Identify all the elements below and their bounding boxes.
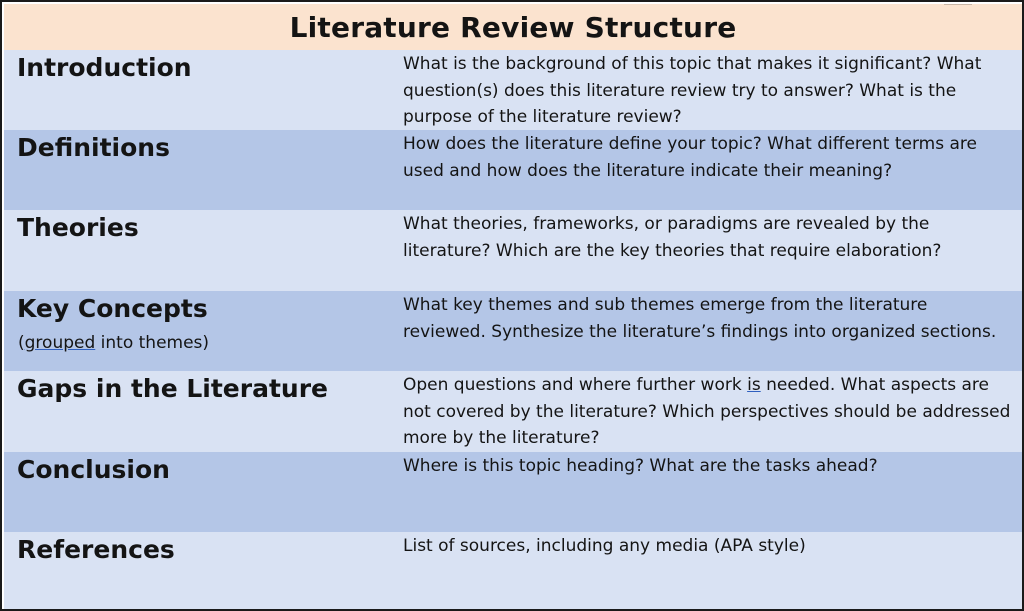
row-description-key-concepts: What key themes and sub themes emerge fr… [403,295,997,342]
row-description-cell: How does the literature define your topi… [393,130,1022,210]
sublabel-prefix: ( [18,333,25,353]
table-title-bar: Literature Review Structure [4,4,1022,50]
description-underlined-word: is [747,375,761,395]
row-description-introduction: What is the background of this topic tha… [403,54,982,127]
row-description-cell: What key themes and sub themes emerge fr… [393,291,1022,371]
table-row-key-concepts: Key Concepts (grouped into themes) What … [4,291,1022,371]
table-row-definitions: Definitions How does the literature defi… [4,130,1022,210]
row-label-cell: Conclusion [4,452,393,532]
row-description-cell: List of sources, including any media (AP… [393,532,1022,609]
row-label-cell: Introduction [4,50,393,130]
row-label-definitions: Definitions [17,133,170,162]
table-row-theories: Theories What theories, frameworks, or p… [4,210,1022,291]
row-description-cell: What theories, frameworks, or paradigms … [393,210,1022,291]
description-prefix: Open questions and where further work [403,375,748,395]
description-suffix: needed. What aspects are not covered by … [403,375,1011,448]
row-label-cell: Theories [4,210,393,291]
row-label-cell: Key Concepts (grouped into themes) [4,291,393,371]
row-label-key-concepts: Key Concepts [17,294,208,323]
row-description-definitions: How does the literature define your topi… [403,134,977,181]
row-description-gaps: Open questions and where further work is… [403,372,1015,452]
sublabel-underlined-word: grouped [24,333,96,353]
row-label-conclusion: Conclusion [17,455,170,484]
row-description-references: List of sources, including any media (AP… [403,536,806,556]
table-row-gaps: Gaps in the Literature Open questions an… [4,371,1022,452]
row-label-introduction: Introduction [17,53,192,82]
row-label-references: References [17,535,175,564]
row-description-cell: Where is this topic heading? What are th… [393,452,1022,532]
table-row-references: References List of sources, including an… [4,532,1022,609]
table-title: Literature Review Structure [289,10,737,44]
title-corner-mark [944,4,972,5]
row-description-cell: What is the background of this topic tha… [393,50,1022,130]
table-row-conclusion: Conclusion Where is this topic heading? … [4,452,1022,532]
row-label-cell: Gaps in the Literature [4,371,393,452]
row-description-conclusion: Where is this topic heading? What are th… [403,456,878,476]
row-description-theories: What theories, frameworks, or paradigms … [403,214,942,261]
row-label-gaps: Gaps in the Literature [17,374,328,403]
row-label-theories: Theories [17,213,139,242]
row-sublabel-key-concepts: (grouped into themes) [18,333,209,353]
row-label-cell: Definitions [4,130,393,210]
sublabel-suffix: into themes) [95,333,210,353]
table-row-introduction: Introduction What is the background of t… [4,50,1022,130]
row-label-cell: References [4,532,393,609]
row-description-cell: Open questions and where further work is… [393,371,1022,452]
